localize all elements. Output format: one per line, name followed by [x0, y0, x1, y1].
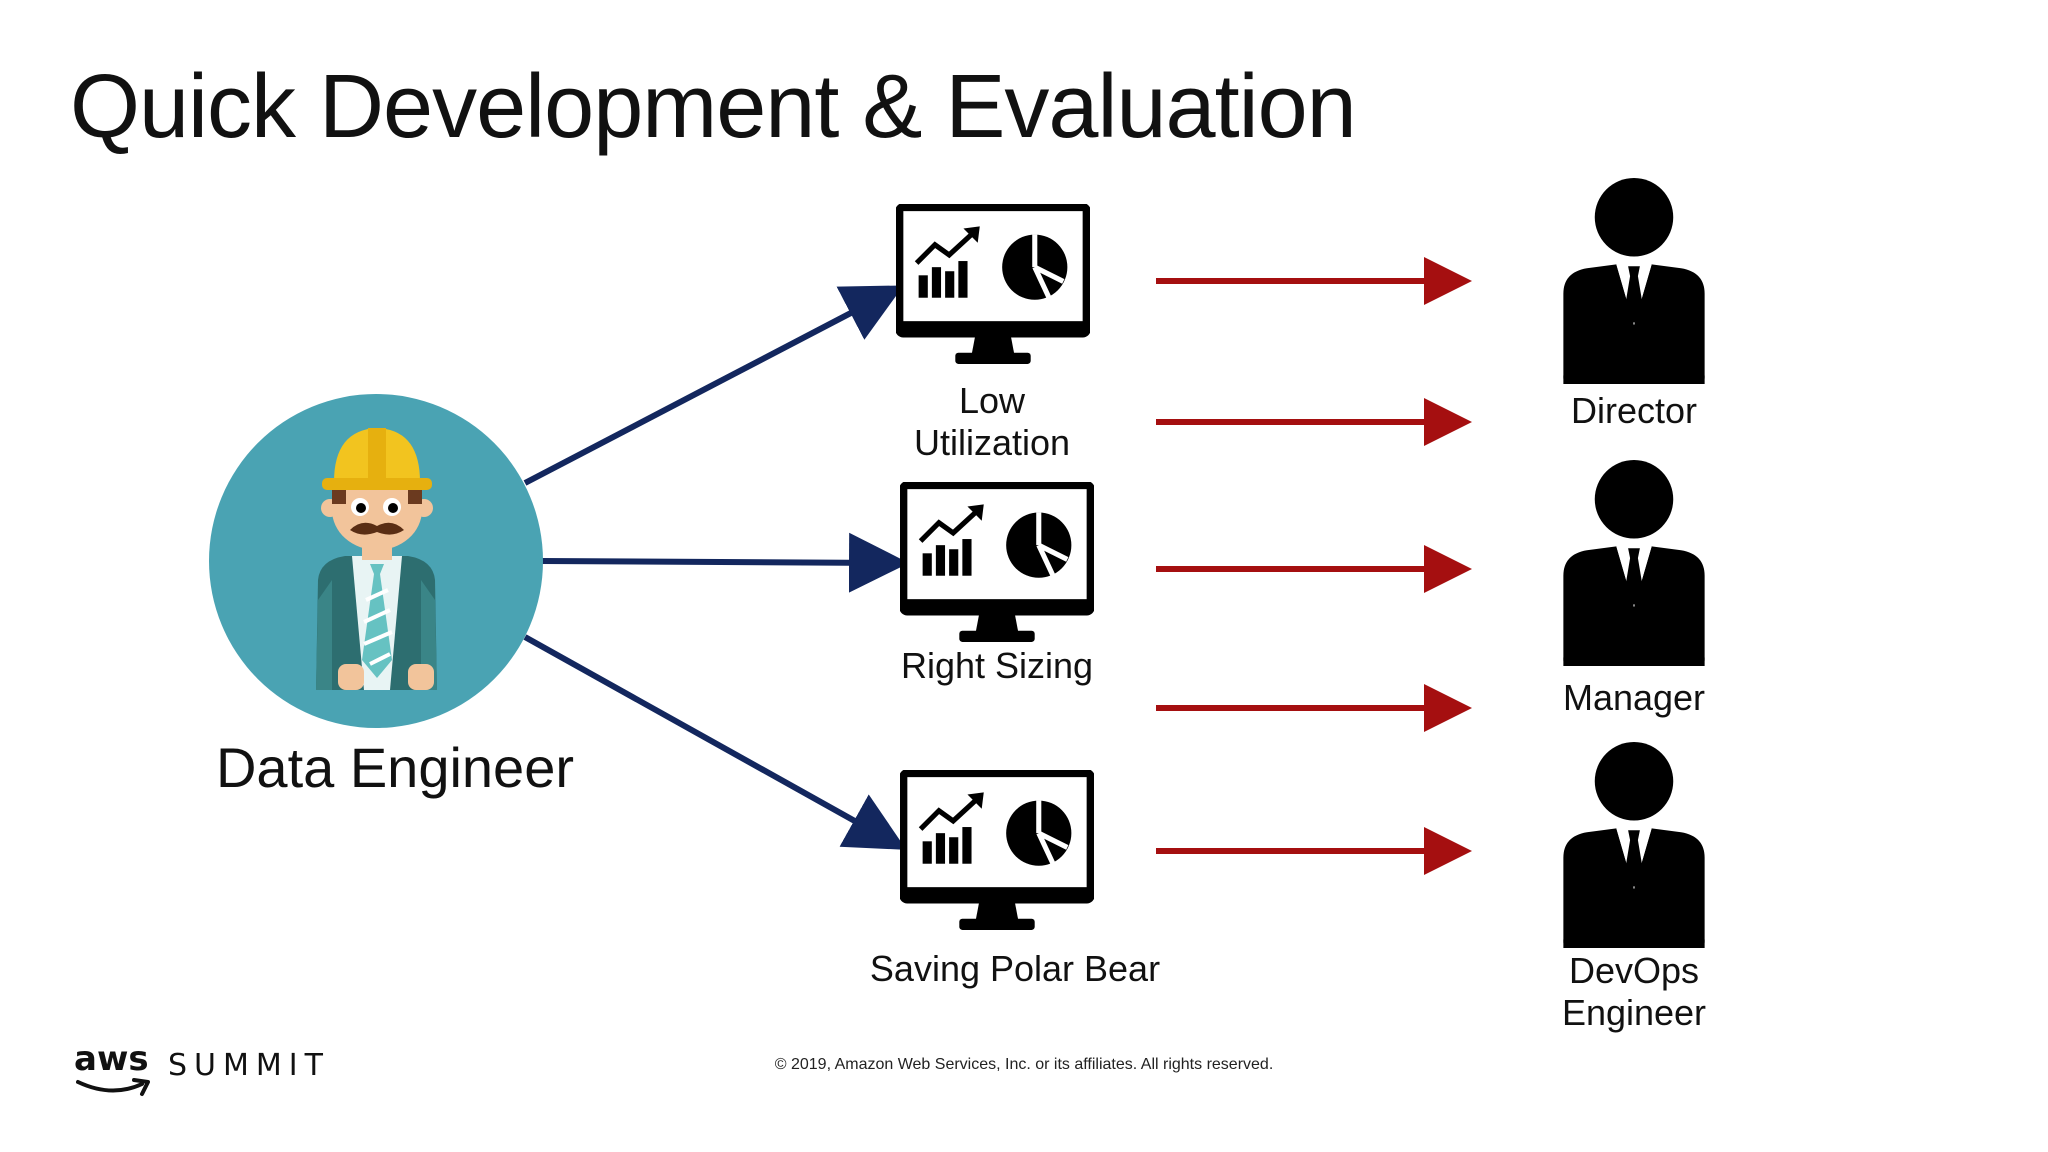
- summit-wordmark: SUMMIT: [168, 1048, 330, 1083]
- dashboard-label-right-sizing: Right Sizing: [900, 645, 1094, 686]
- dashboard-monitor-icon-3: [903, 773, 1090, 930]
- arrow-to-right-sizing: [541, 532, 909, 593]
- aws-logo: aws: [74, 1042, 154, 1100]
- copyright-text: © 2019, Amazon Web Services, Inc. or its…: [774, 1056, 1274, 1073]
- stakeholder-label-devops-engineer: DevOps Engineer: [1561, 950, 1707, 1034]
- stakeholder-label-director: Director: [1570, 390, 1698, 431]
- slide-title: Quick Development & Evaluation: [70, 57, 1357, 157]
- manager-person-icon: [1563, 460, 1705, 666]
- dashboard-label-saving-polar-bear: Saving Polar Bear: [869, 948, 1161, 989]
- aws-summit-logo: aws SUMMIT: [74, 1042, 330, 1100]
- aws-smile-icon: [76, 1078, 150, 1096]
- devops-engineer-person-icon: [1563, 742, 1705, 948]
- arrow-to-low-utilization: [523, 285, 904, 486]
- stakeholder-label-manager: Manager: [1562, 677, 1706, 718]
- data-engineer-label: Data Engineer: [215, 736, 574, 799]
- dashboard-monitor-icon-2: [903, 485, 1090, 642]
- data-engineer-avatar-icon: [209, 394, 543, 728]
- dashboard-label-low-utilization: Low Utilization: [913, 380, 1071, 464]
- arrow-to-saving-polar-bear: [523, 634, 907, 850]
- dashboard-monitor-icon-1: [899, 207, 1086, 364]
- director-person-icon: [1563, 178, 1705, 384]
